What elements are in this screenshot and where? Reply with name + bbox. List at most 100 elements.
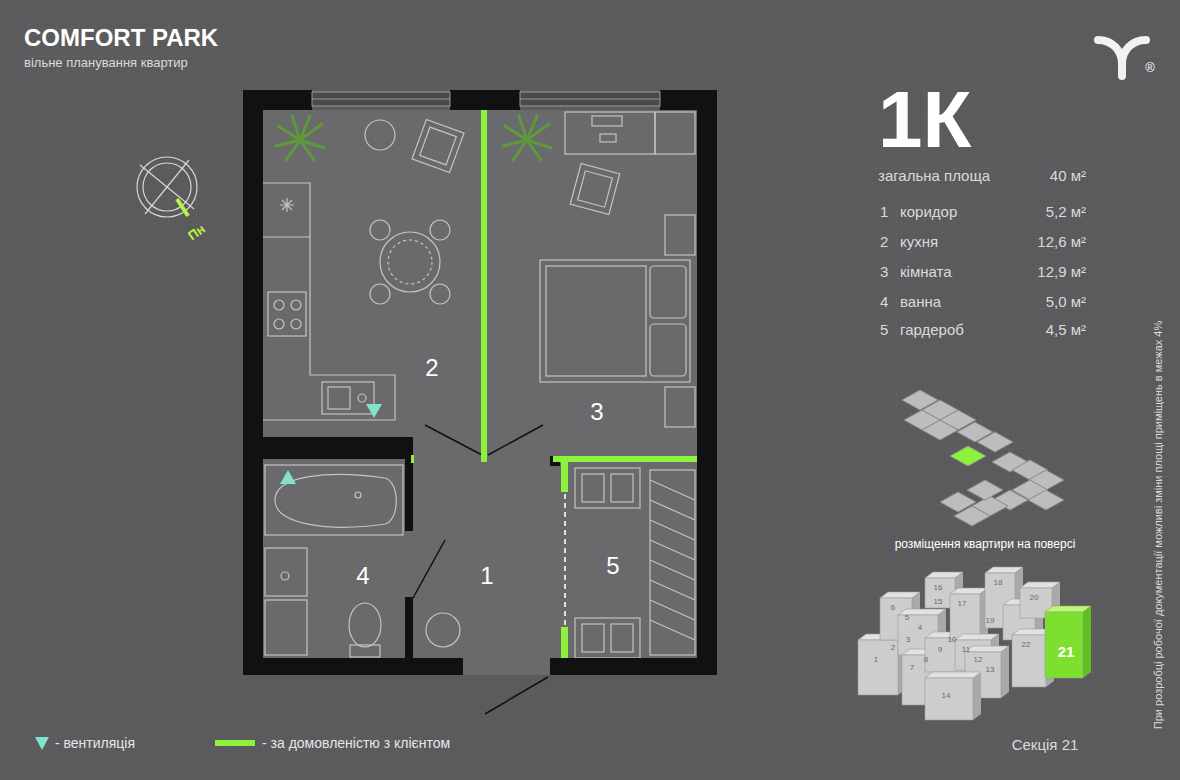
optional-wall	[481, 110, 487, 462]
logo	[1098, 40, 1146, 76]
plan-label: 11	[962, 645, 970, 654]
door-swing	[488, 425, 543, 455]
plan-label: 3	[906, 635, 910, 644]
plan-label: 5	[880, 321, 888, 338]
door-swing	[413, 540, 445, 598]
plan-label: 13	[986, 665, 995, 674]
furniture	[582, 624, 604, 652]
floor	[263, 110, 697, 658]
optional-wall	[561, 627, 568, 658]
plan-label: 14	[942, 691, 951, 700]
wall	[405, 459, 413, 531]
furniture	[650, 470, 695, 655]
wall	[405, 597, 413, 658]
plan-label: 15	[934, 597, 943, 606]
plan-label: 19	[986, 616, 995, 625]
plan-label: 2	[880, 233, 888, 250]
furniture	[592, 116, 622, 126]
plan-label: ванна	[900, 293, 941, 310]
door-swing	[485, 677, 548, 714]
floor-tile	[977, 432, 1013, 452]
plan-label: 4	[880, 293, 888, 310]
compass	[137, 157, 197, 217]
furniture	[582, 474, 604, 502]
plan-label: 20	[1030, 593, 1039, 602]
ventilation-mark	[280, 404, 382, 484]
furniture	[655, 112, 695, 154]
plan-label: 8	[924, 655, 928, 664]
furniture	[265, 548, 307, 596]
furniture	[263, 183, 395, 420]
section-block	[950, 594, 980, 640]
ventilation-mark	[366, 404, 382, 418]
floor	[463, 658, 550, 675]
wall	[450, 90, 520, 110]
furniture	[328, 387, 350, 409]
floor-tile	[904, 410, 940, 430]
legend-text: - за домовленістю з клієнтом	[262, 735, 450, 751]
furniture	[570, 164, 620, 215]
section-highlight	[1045, 606, 1091, 678]
plan-label: 5	[606, 552, 619, 580]
plan-label: 4	[918, 623, 922, 632]
floor-tile	[967, 480, 1003, 500]
furniture	[420, 127, 457, 165]
compass	[137, 157, 197, 217]
plan-label: загальна площа	[878, 167, 990, 184]
logo	[1098, 40, 1146, 76]
plan-label: 12	[974, 655, 983, 664]
wall	[243, 658, 463, 675]
furniture	[575, 468, 640, 508]
apartment-highlight	[950, 446, 986, 466]
wall	[243, 90, 263, 675]
plan-label: розміщення квартири на поверсі	[895, 538, 1076, 552]
plan-label: кімната	[900, 263, 952, 280]
plan-label: 4	[356, 562, 369, 590]
window	[312, 92, 660, 106]
furniture	[274, 319, 284, 329]
plan-label: 3	[590, 398, 603, 426]
furniture	[322, 382, 374, 414]
furniture	[665, 215, 695, 255]
window	[312, 99, 450, 100]
plan-label: 1	[480, 562, 493, 590]
door-swing	[425, 425, 482, 455]
furniture	[578, 171, 613, 207]
furniture	[650, 324, 686, 376]
plan-label: 6	[891, 603, 895, 612]
furniture	[365, 120, 395, 150]
floor-position-map	[902, 390, 1064, 526]
plan-label: 9	[938, 645, 942, 654]
plan-label: 18	[994, 578, 1003, 587]
furniture	[600, 134, 616, 142]
furniture	[565, 112, 655, 154]
furniture	[611, 474, 633, 502]
plan-label: 12,6 м²	[1037, 233, 1086, 250]
floor	[263, 110, 697, 675]
furniture	[665, 387, 695, 427]
furniture	[268, 292, 306, 336]
furniture	[412, 119, 464, 172]
plan-label: коридор	[900, 203, 957, 220]
plan-label: 3	[880, 263, 888, 280]
optional-wall	[411, 110, 697, 658]
legend-text: - вентиляція	[55, 735, 135, 751]
furniture	[355, 492, 361, 498]
floor-tile	[940, 492, 976, 512]
compass	[177, 199, 188, 216]
furniture	[280, 198, 294, 212]
floor-tile	[1028, 490, 1064, 510]
furniture	[650, 266, 686, 318]
furniture	[281, 572, 289, 580]
plan-label: 2	[425, 354, 438, 382]
furniture	[546, 266, 646, 376]
optional-wall	[561, 462, 568, 492]
plant	[276, 116, 324, 160]
furniture	[263, 112, 695, 658]
wall	[697, 90, 717, 675]
plan-label: 12,9 м²	[1037, 263, 1086, 280]
furniture	[430, 220, 450, 240]
furniture	[380, 232, 440, 292]
